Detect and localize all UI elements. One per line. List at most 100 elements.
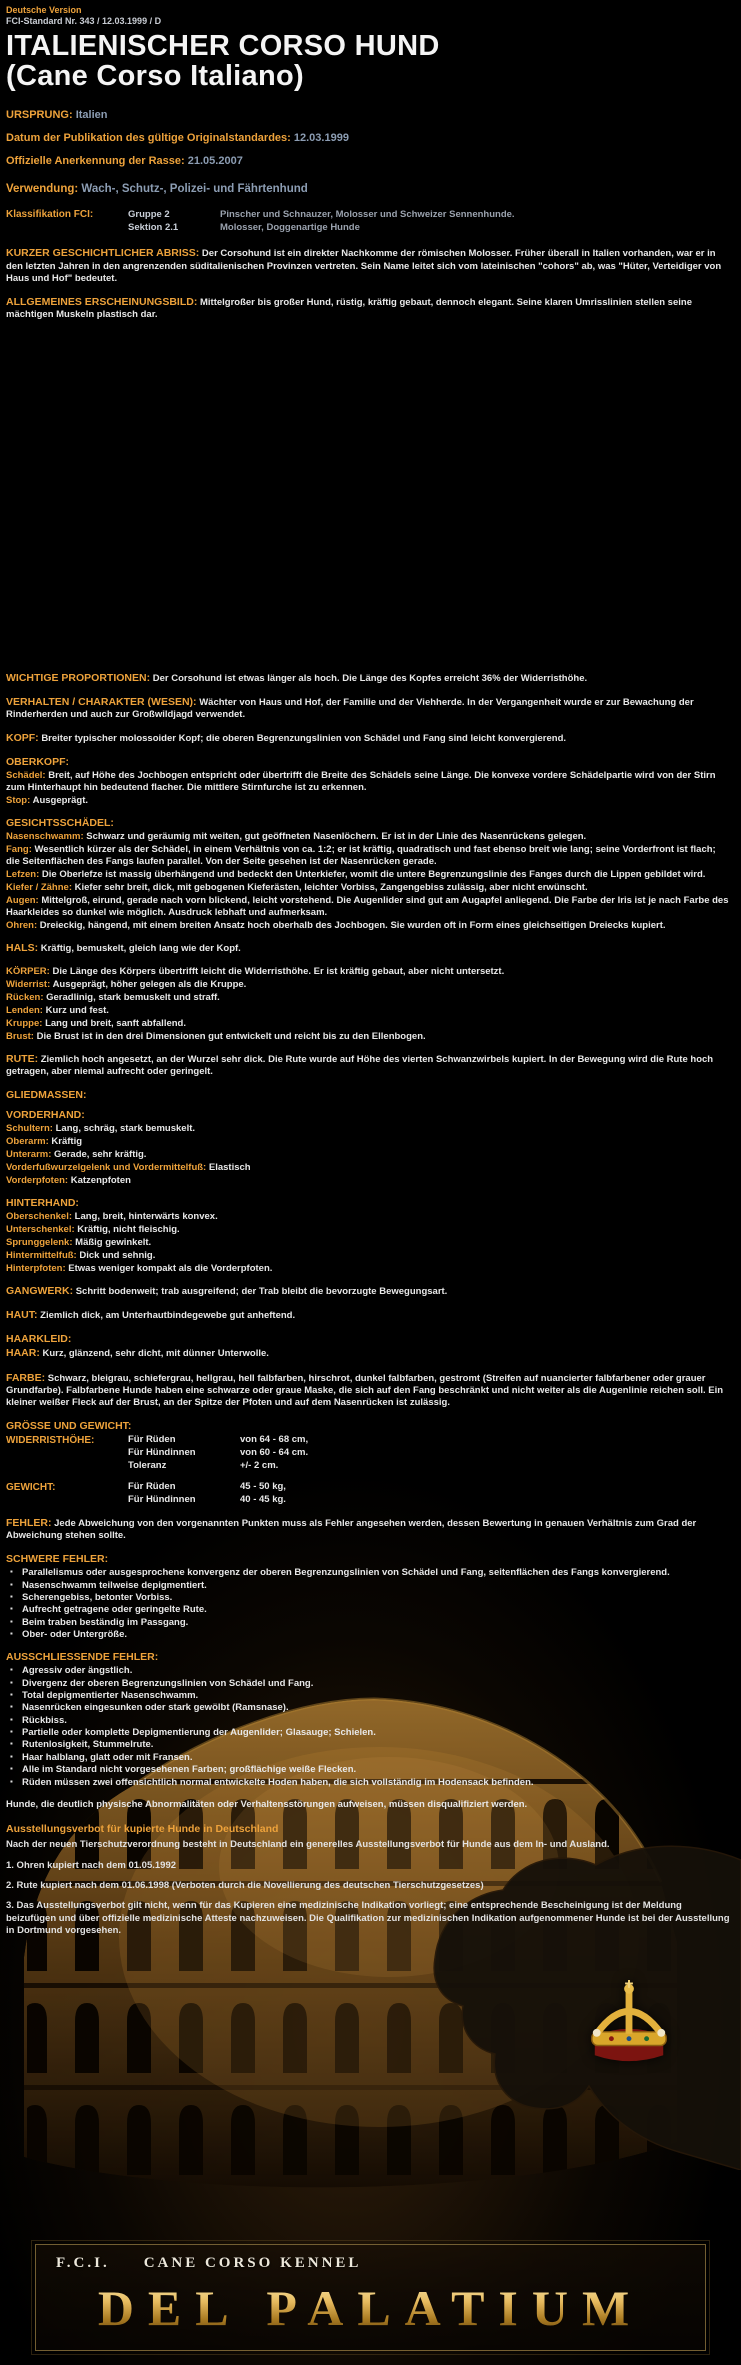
show-ban-point: 2. Rute kupiert nach dem 01.06.1998 (Ver… (6, 1879, 484, 1891)
item-label: Rücken: (6, 992, 44, 1004)
item-line: Oberschenkel: Lang, breit, hinterwärts k… (6, 1211, 731, 1223)
item-label: Oberarm: (6, 1136, 49, 1148)
item-line: Lenden: Kurz und fest. (6, 1005, 731, 1017)
fault-item: Rüden müssen zwei offensichtlich normal … (10, 1777, 731, 1789)
show-ban-heading: Ausstellungsverbot für kupierte Hunde in… (6, 1823, 279, 1836)
item-label: Sprunggelenk: (6, 1237, 73, 1248)
item-text: Wesentlich kürzer als der Schädel, in ei… (6, 844, 716, 868)
section-size-weight: GRÖSSE UND GEWICHT: WIDERRISTHÖHE: Für R… (6, 1420, 731, 1507)
table-cell: 40 - 45 kg. (240, 1494, 286, 1506)
item-label: Widerrist: (6, 979, 51, 991)
fault-item: Nasenschwamm teilweise depigmentiert. (10, 1580, 731, 1592)
section-label: FARBE: (6, 1371, 46, 1384)
item-label: Lenden: (6, 1005, 43, 1017)
item-text: Dreieckig, hängend, mit einem breiten An… (39, 920, 666, 932)
publication-label: Datum der Publikation des gültige Origin… (6, 132, 291, 145)
item-label: Kruppe: (6, 1018, 43, 1030)
section-facial-region: GESICHTSSCHÄDEL: Nasenschwamm: Schwarz u… (6, 817, 731, 932)
item-line: Rücken: Geradlinig, stark bemuskelt und … (6, 992, 731, 1004)
origin-value: Italien (75, 109, 108, 122)
spacer-cell (6, 1494, 128, 1507)
section-history: KURZER GESCHICHTLICHER ABRISS: Der Corso… (6, 247, 731, 284)
table-cell: von 60 - 64 cm. (240, 1447, 309, 1459)
spacer-cell (6, 1447, 128, 1460)
section-text: Wächter von Haus und Hof, der Familie un… (6, 696, 694, 721)
item-line: Augen: Mittelgroß, eirund, gerade nach v… (6, 895, 731, 919)
section-text: Der Corsohund ist ein direkter Nachkomme… (6, 248, 722, 284)
fci-classification: Klassifikation FCI: Gruppe 2 Pinscher un… (6, 209, 731, 233)
item-text: Gerade, sehr kräftig. (54, 1149, 147, 1161)
table-cell: Für Rüden (128, 1433, 176, 1445)
section-colour: FARBE: Schwarz, bleigrau, schiefergrau, … (6, 1372, 731, 1409)
item-line: Hintermittelfuß: Dick und sehnig. (6, 1250, 731, 1262)
publication-value: 12.03.1999 (293, 132, 349, 145)
spacer-cell (6, 1460, 128, 1473)
origin-label: URSPRUNG: (6, 109, 73, 122)
item-label: Lefzen: (6, 869, 40, 881)
item-text: Ausgeprägt, höher gelegen als die Kruppe… (52, 979, 247, 991)
item-label: Hintermittelfuß: (6, 1249, 77, 1261)
item-line: Hinterpfoten: Etwas weniger kompakt als … (6, 1263, 731, 1275)
fault-item: Beim traben beständig im Passgang. (10, 1617, 731, 1629)
item-text: Die Brust ist in den drei Dimensionen gu… (36, 1031, 426, 1043)
kennel-subtitle: F.C.I. CANE CORSO KENNEL (56, 2255, 693, 2272)
section-label: HALS: (6, 942, 39, 954)
section-label: RUTE: (6, 1053, 39, 1066)
item-text: Etwas weniger kompakt als die Vorderpfot… (68, 1262, 273, 1274)
table-cell: 45 - 50 kg, (240, 1480, 286, 1492)
item-line: Fang: Wesentlich kürzer als der Schädel,… (6, 844, 731, 868)
item-label: Stop: (6, 795, 31, 807)
item-label: Fang: (6, 844, 32, 856)
item-line: Schädel: Breit, auf Höhe des Jochbogen e… (6, 770, 731, 794)
fault-item: Rückbiss. (10, 1715, 731, 1727)
table-cell: Toleranz (128, 1460, 167, 1472)
item-text: Kräftig (51, 1136, 83, 1148)
group-label: Gruppe 2 (128, 209, 170, 221)
table-cell: +/- 2 cm. (240, 1460, 279, 1472)
item-text: Dick und sehnig. (79, 1249, 156, 1261)
classification-label: Klassifikation FCI: (6, 209, 94, 221)
spacer-cell (6, 222, 128, 233)
section-text: Breiter typischer molossoider Kopf; die … (41, 733, 567, 745)
section-label: ALLGEMEINES ERSCHEINUNGSBILD: (6, 295, 198, 308)
table-cell: Für Rüden (128, 1480, 176, 1492)
subsection-heading: AUSSCHLIESSENDE FEHLER: (6, 1651, 159, 1664)
section-limbs-heading: GLIEDMASSEN: (6, 1089, 87, 1102)
item-label: Unterarm: (6, 1149, 52, 1161)
item-text: Katzenpfoten (70, 1175, 131, 1187)
subsection-heading: VORDERHAND: (6, 1109, 85, 1122)
item-text: Kiefer sehr breit, dick, mit gebogenen K… (74, 882, 588, 894)
disqualification-note: Hunde, die deutlich physische Abnormalit… (6, 1798, 528, 1810)
severe-faults-list: Parallelismus oder ausgesprochene konver… (6, 1567, 731, 1641)
height-label: WIDERRISTHÖHE: (6, 1434, 95, 1446)
recognition-label: Offizielle Anerkennung der Rasse: (6, 155, 185, 168)
section-label: HAUT: (6, 1309, 38, 1322)
crown-icon (591, 1980, 667, 2062)
table-cell: Für Hündinnen (128, 1494, 196, 1506)
item-text: Kurz und fest. (45, 1005, 109, 1017)
item-text: Lang und breit, sanft abfallend. (45, 1018, 186, 1030)
item-label: Unterschenkel: (6, 1224, 75, 1236)
section-text: Mittelgroßer bis großer Hund, rüstig, kr… (6, 296, 692, 320)
page-title: ITALIENISCHER CORSO HUND (6, 29, 440, 62)
item-text: Kräftig, nicht fleischig. (77, 1224, 180, 1236)
section-text: Jede Abweichung von den vorgenannten Pun… (6, 1518, 697, 1542)
item-label: Augen: (6, 895, 39, 907)
kennel-name: DEL PALATIUM (48, 2281, 693, 2335)
usage-line: Verwendung: Wach-, Schutz-, Polizei- und… (6, 183, 731, 195)
fault-item: Aufrecht getragene oder geringelte Rute. (10, 1604, 731, 1616)
section-text: Der Corsohund ist etwas länger als hoch.… (152, 672, 588, 684)
item-text: Breit, auf Höhe des Jochbogen entspricht… (6, 770, 716, 794)
show-ban-point: 1. Ohren kupiert nach dem 01.05.1992 (6, 1859, 177, 1871)
section-label: KURZER GESCHICHTLICHER ABRISS: (6, 247, 200, 260)
page-subtitle: (Cane Corso Italiano) (6, 59, 304, 92)
item-line: Nasenschwamm: Schwarz und geräumig mit w… (6, 831, 731, 843)
section-label: VERHALTEN / CHARAKTER (WESEN): (6, 695, 197, 708)
recognition-value: 21.05.2007 (187, 155, 243, 168)
show-ban-intro: Nach der neuen Tierschutzverordnung best… (6, 1839, 610, 1851)
group-value: Pinscher und Schnauzer, Molosser und Sch… (220, 209, 515, 221)
table-cell: von 64 - 68 cm, (240, 1433, 309, 1445)
subsection-heading: HINTERHAND: (6, 1197, 79, 1210)
section-body-intro: KÖRPER: Die Länge des Körpers übertrifft… (6, 966, 731, 978)
item-line: Vorderpfoten: Katzenpfoten (6, 1175, 731, 1187)
